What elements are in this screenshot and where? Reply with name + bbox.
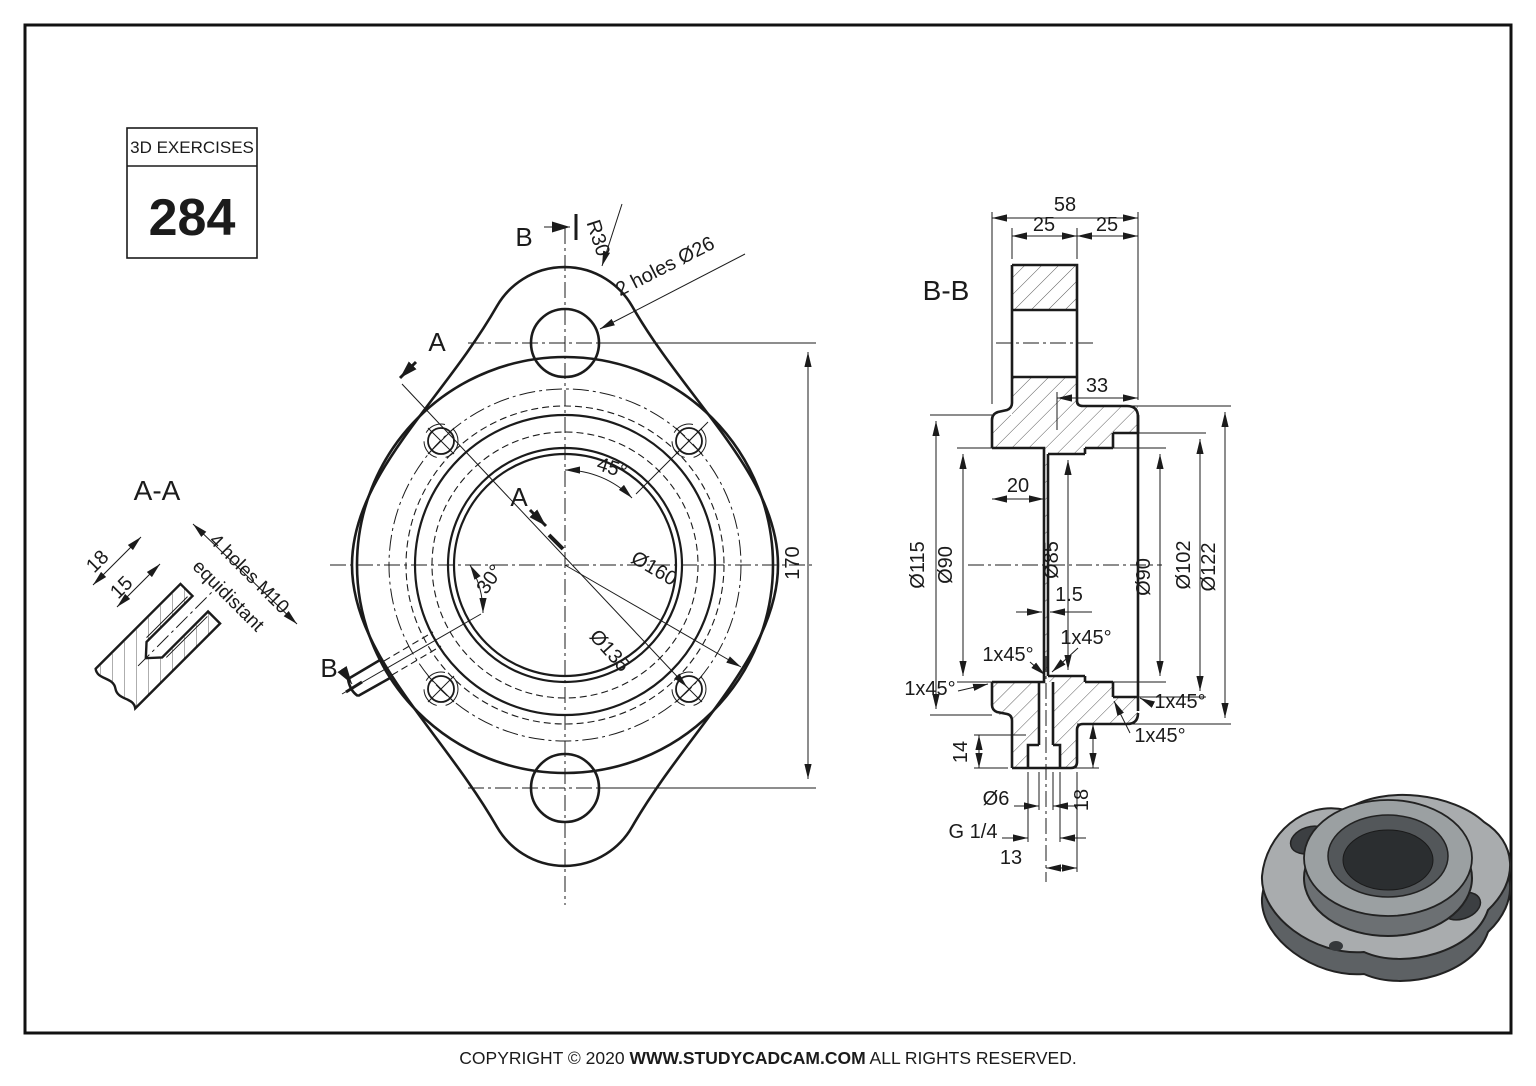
leg-30deg — [341, 613, 482, 695]
bolt-circle-dia135 — [388, 388, 742, 742]
chamfer-label-2: 1x45° — [982, 644, 1033, 666]
dim-dia122: Ø122 — [1198, 543, 1220, 592]
bottom-mount-hole — [529, 752, 601, 824]
dim-18-port: 18 — [1071, 789, 1093, 811]
detail-aa-title: A-A — [134, 475, 181, 506]
dim-line-18 — [92, 536, 142, 586]
circle-dia122-hidden — [405, 405, 725, 725]
dim-33: 33 — [1086, 375, 1108, 397]
detail-aa: A-A 18 15 4 holes M10 equidistant — [82, 475, 298, 711]
dim-25-right: 25 — [1096, 214, 1118, 236]
page-border — [23, 23, 1513, 1035]
footer-suffix: ALL RIGHTS RESERVED. — [866, 1048, 1077, 1068]
dim-1-5: 1.5 — [1055, 584, 1083, 606]
dim-r30: R30 — [582, 217, 614, 259]
leader-2holes — [599, 253, 746, 330]
dim-dia6: Ø6 — [983, 788, 1010, 810]
section-bb-title: B-B — [923, 275, 970, 306]
dim-dia160: Ø160 — [627, 547, 680, 591]
section-bb-outline — [990, 263, 1140, 770]
footer-copyright: COPYRIGHT © 2020 WWW.STUDYCADCAM.COM ALL… — [459, 1048, 1076, 1068]
section-a-markers — [398, 360, 688, 688]
dim-15: 15 — [106, 572, 137, 603]
circle-dia90 — [446, 446, 684, 684]
label-section-a-center: A — [510, 482, 528, 512]
front-view: B B A A R30 2 holes Ø26 45° 30° Ø160 Ø13… — [320, 203, 816, 905]
leg-45deg — [635, 421, 709, 495]
title-block: 3D EXERCISES 284 — [126, 127, 258, 259]
dim-18: 18 — [82, 546, 113, 577]
dim-13: 13 — [1000, 847, 1022, 869]
arc-45deg — [564, 466, 633, 499]
arc-30deg — [469, 564, 487, 614]
dim-25-left: 25 — [1033, 214, 1055, 236]
circle-dia102-hidden — [431, 431, 699, 699]
dim-dia90-left: Ø90 — [935, 546, 957, 584]
section-bb: B-B — [904, 194, 1231, 882]
leader-note-m10 — [192, 523, 298, 625]
dim-angle-30: 30° — [472, 561, 507, 598]
dim-dia85: Ø85 — [1041, 541, 1063, 579]
dim-20: 20 — [1007, 475, 1029, 497]
top-mount-hole — [529, 307, 601, 379]
label-section-b-top: B — [515, 222, 532, 252]
dim-14: 14 — [950, 741, 972, 763]
dim-dia135: Ø135 — [585, 625, 634, 676]
section-bb-dims — [930, 212, 1231, 872]
boss-bore — [1342, 829, 1434, 891]
chamfer-label-1: 1x45° — [904, 678, 955, 700]
section-bb-hatching — [992, 265, 1138, 768]
dim-angle-45: 45° — [594, 453, 630, 483]
footer-site: WWW.STUDYCADCAM.COM — [629, 1048, 865, 1068]
dim-170: 170 — [782, 546, 804, 579]
chamfer-label-3: 1x45° — [1060, 627, 1111, 649]
footer-prefix: COPYRIGHT © 2020 — [459, 1048, 629, 1068]
leader-r30 — [601, 203, 623, 267]
dim-dia102: Ø102 — [1173, 541, 1195, 590]
section-b-markers — [337, 214, 578, 694]
leader-dia160 — [564, 564, 742, 668]
circle-dia115 — [413, 413, 717, 717]
dim-g14: G 1/4 — [949, 821, 998, 843]
dim-58: 58 — [1054, 194, 1076, 216]
render-3d — [1260, 793, 1512, 982]
circle-dia160 — [355, 355, 775, 775]
chamfer-label-5: 1x45° — [1134, 725, 1185, 747]
dim-line-15 — [116, 563, 161, 608]
exercise-number: 284 — [149, 189, 236, 247]
dim-dia90-right: Ø90 — [1133, 558, 1155, 596]
dim-2holes-dia26: 2 holes Ø26 — [612, 232, 718, 301]
flange-outline — [350, 265, 780, 868]
circle-dia85 — [452, 452, 678, 678]
chamfer-label-4: 1x45° — [1154, 691, 1205, 713]
dim-dia115: Ø115 — [907, 541, 929, 588]
render-port-dot — [1329, 941, 1343, 951]
ext-lines-170 — [600, 342, 816, 789]
label-section-a-top: A — [428, 327, 446, 357]
exercise-series-label: 3D EXERCISES — [130, 138, 254, 157]
label-section-b-bottom: B — [320, 653, 337, 683]
